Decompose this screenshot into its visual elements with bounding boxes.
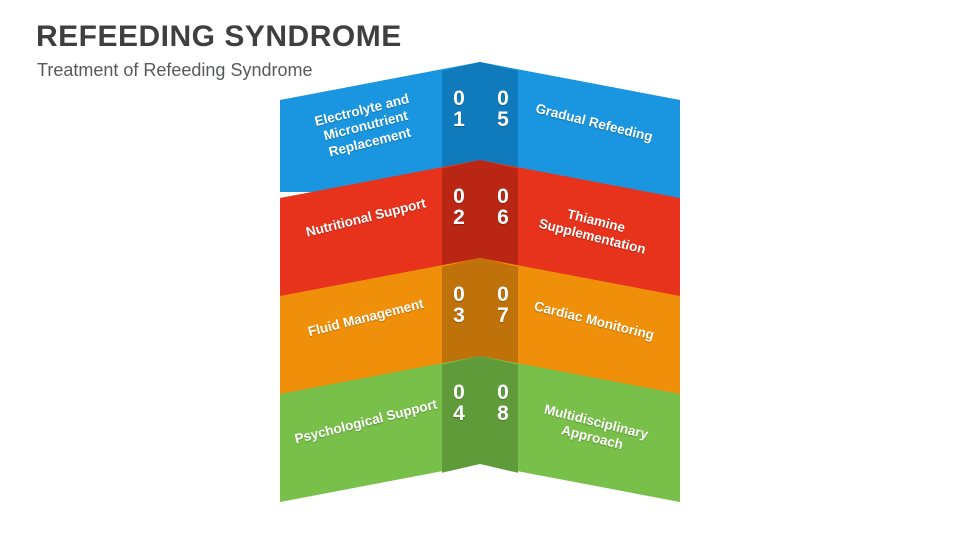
chevron-number-06: 0 6 xyxy=(497,185,509,229)
chevron-row-4-left[interactable] xyxy=(280,356,480,502)
chevron-number-01: 0 1 xyxy=(453,87,465,131)
chevron-row-1-left[interactable] xyxy=(280,62,480,192)
chevron-number-02: 0 2 xyxy=(453,185,465,229)
chevron-number-07: 0 7 xyxy=(497,283,509,327)
chevron-row-2[interactable]: Nutritional Support 0 2 0 6 Thiamine Sup… xyxy=(280,160,680,306)
chevron-number-04: 0 4 xyxy=(453,381,465,425)
chevron-diagram: Electrolyte and Micronutrient Replacemen… xyxy=(280,62,680,522)
chevron-number-05: 0 5 xyxy=(497,87,509,131)
chevron-number-08: 0 8 xyxy=(497,381,509,425)
chevron-row-3[interactable]: Fluid Management 0 3 0 7 Cardiac Monitor… xyxy=(280,258,680,404)
chevron-number-03: 0 3 xyxy=(453,283,465,327)
chevron-row-4[interactable]: Psychological Support 0 4 0 8 Multidisci… xyxy=(280,356,680,502)
page-title: REFEEDING SYNDROME xyxy=(36,20,402,53)
chevron-row-1[interactable]: Electrolyte and Micronutrient Replacemen… xyxy=(280,62,680,208)
chevron-row-4-right[interactable] xyxy=(480,356,680,502)
page-subtitle: Treatment of Refeeding Syndrome xyxy=(37,60,313,80)
